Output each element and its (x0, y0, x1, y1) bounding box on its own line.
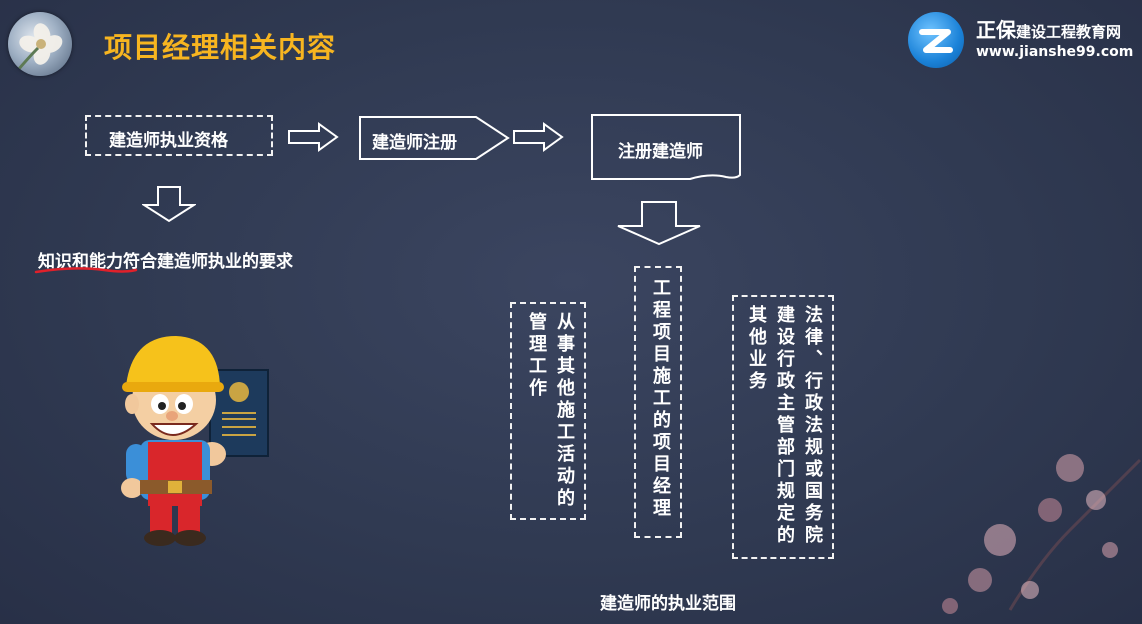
scope-right-text: 法律、行政法规或国务院 建设行政主管部门规定的 其他业务 (742, 305, 826, 547)
right-arrow-icon (288, 122, 339, 152)
scope-caption: 建造师的执业范围 (600, 594, 736, 614)
scope-right-box: 法律、行政法规或国务院 建设行政主管部门规定的 其他业务 (732, 295, 834, 559)
scope-middle-text: 工程项目施工的项目经理 (646, 278, 674, 520)
registered-label: 注册建造师 (618, 142, 703, 162)
scope-left-text: 从事其他施工活动的 管理工作 (522, 312, 578, 510)
requirement-underlined: 知识和能力 (38, 252, 123, 272)
brand-name: 正保建设工程教育网 (976, 18, 1122, 42)
scope-right-line: 建设行政主管部门规定的 (774, 305, 795, 547)
page-title: 项目经理相关内容 (104, 31, 337, 64)
requirement-rest: 符合建造师执业的要求 (123, 252, 293, 272)
registration-pentagon (359, 116, 510, 160)
scope-right-line: 其他业务 (746, 305, 767, 393)
red-underline (34, 267, 138, 274)
brand-url: www.jianshe99.com (976, 44, 1134, 60)
down-arrow-icon (617, 201, 701, 246)
right-arrow-icon (513, 122, 564, 152)
flower-logo-icon (8, 12, 72, 76)
scope-middle-line: 工程项目施工的项目经理 (650, 278, 671, 520)
scope-left-box: 从事其他施工活动的 管理工作 (510, 302, 586, 520)
construction-worker-illustration (121, 336, 269, 546)
scope-right-line: 法律、行政法规或国务院 (802, 305, 823, 547)
registered-box (591, 114, 741, 180)
qualification-box: 建造师执业资格 (85, 115, 273, 156)
blossom-decoration (942, 454, 1142, 614)
brand-logo-icon (908, 12, 964, 68)
scope-left-line: 从事其他施工活动的 (554, 312, 575, 510)
scope-middle-box: 工程项目施工的项目经理 (634, 266, 682, 538)
down-arrow-icon (142, 186, 196, 223)
scope-left-line: 管理工作 (526, 312, 547, 400)
requirement-text: 知识和能力符合建造师执业的要求 (38, 247, 293, 272)
qualification-label: 建造师执业资格 (109, 131, 228, 151)
registration-label: 建造师注册 (372, 133, 457, 153)
